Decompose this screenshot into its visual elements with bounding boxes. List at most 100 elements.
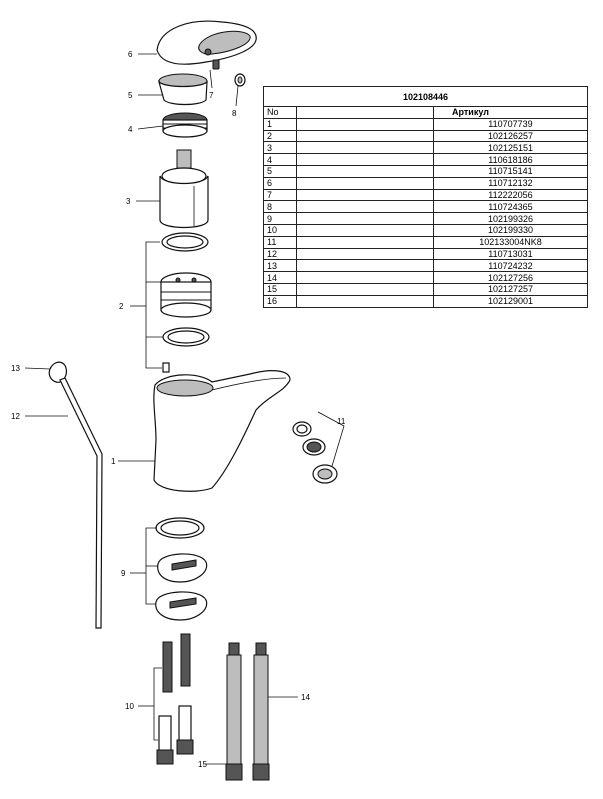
table-row: 6 110712132 — [263, 176, 588, 190]
row-number: 7 — [263, 188, 297, 202]
row-article: 102199326 — [433, 212, 588, 225]
column-header-no: No — [263, 106, 297, 119]
row-article: 110707739 — [433, 117, 588, 131]
row-blank-cell — [296, 117, 434, 131]
callout-4: 4 — [128, 125, 133, 134]
table-row: 7 112222056 — [263, 188, 588, 202]
table-header-row: No Артикул — [263, 106, 588, 119]
table-row: 11 102133004NK8 — [263, 235, 588, 249]
callout-2: 2 — [119, 302, 124, 311]
row-blank-cell — [296, 200, 434, 214]
row-article: 102199330 — [433, 223, 588, 237]
row-number: 4 — [263, 153, 297, 166]
lift-rod-part — [59, 377, 103, 629]
callout-12: 12 — [11, 412, 20, 421]
row-article: 102129001 — [433, 294, 588, 308]
callout-7: 7 — [209, 91, 214, 100]
row-number: 16 — [263, 294, 297, 308]
valve-body-part — [160, 272, 212, 318]
row-number: 10 — [263, 223, 297, 237]
table-row: 13 110724232 — [263, 259, 588, 273]
row-blank-cell — [296, 259, 434, 273]
callout-8: 8 — [232, 109, 237, 118]
row-blank-cell — [296, 153, 434, 166]
row-number: 15 — [263, 282, 297, 296]
row-article: 110713031 — [433, 247, 588, 261]
parts-table: 102108446 No Артикул 1 110707739 2 10212625… — [263, 86, 588, 308]
table-title: 102108446 — [263, 86, 588, 107]
o-ring-bottom-part — [162, 327, 210, 347]
table-row: 10 102199330 — [263, 223, 588, 237]
table-row: 4 110618186 — [263, 153, 588, 166]
row-number: 1 — [263, 117, 297, 131]
row-article: 110715141 — [433, 164, 588, 178]
faucet-body-part — [153, 370, 291, 492]
row-article: 110618186 — [433, 153, 588, 166]
callout-10: 10 — [125, 702, 134, 711]
table-row: 9 102199326 — [263, 212, 588, 225]
row-number: 11 — [263, 235, 297, 249]
table-row: 5 110715141 — [263, 164, 588, 178]
callout-1: 1 — [111, 457, 116, 466]
row-blank-cell — [296, 176, 434, 190]
table-row: 2 102126257 — [263, 129, 588, 143]
o-ring-top-part — [161, 232, 209, 252]
cartridge-part — [159, 149, 209, 229]
row-blank-cell — [296, 294, 434, 308]
row-number: 8 — [263, 200, 297, 214]
set-screw-part — [212, 59, 220, 70]
row-number: 5 — [263, 164, 297, 178]
row-number: 2 — [263, 129, 297, 143]
row-blank-cell — [296, 223, 434, 237]
row-blank-cell — [296, 282, 434, 296]
callout-13: 13 — [11, 364, 20, 373]
column-header-blank — [296, 106, 434, 119]
row-number: 14 — [263, 271, 297, 284]
row-number: 3 — [263, 141, 297, 155]
callout-11: 11 — [337, 417, 346, 426]
mounting-gaskets-part — [155, 517, 208, 621]
row-article: 110712132 — [433, 176, 588, 190]
row-number: 6 — [263, 176, 297, 190]
threaded-studs-part — [156, 633, 194, 765]
supply-hoses-part — [225, 642, 270, 781]
table-row: 15 102127257 — [263, 282, 588, 296]
small-nut-part — [234, 73, 246, 87]
callout-5: 5 — [128, 91, 133, 100]
row-article: 102127256 — [433, 271, 588, 284]
callout-14: 14 — [301, 693, 310, 702]
row-blank-cell — [296, 271, 434, 284]
callout-3: 3 — [126, 197, 131, 206]
row-article: 102126257 — [433, 129, 588, 143]
leader-lines — [24, 53, 298, 765]
table-row: 16 102129001 — [263, 294, 588, 308]
row-article: 112222056 — [433, 188, 588, 202]
callout-15: 15 — [198, 760, 207, 769]
row-blank-cell — [296, 235, 434, 249]
cover-cone-part — [157, 73, 208, 106]
table-row: 1 110707739 — [263, 117, 588, 131]
row-blank-cell — [296, 212, 434, 225]
row-blank-cell — [296, 247, 434, 261]
row-number: 9 — [263, 212, 297, 225]
row-blank-cell — [296, 188, 434, 202]
row-number: 13 — [263, 259, 297, 273]
row-blank-cell — [296, 164, 434, 178]
row-article: 102133004NK8 — [433, 235, 588, 249]
small-pin-part — [162, 362, 170, 373]
callout-labels: 6 7 8 5 4 3 2 13 12 11 1 9 10 14 15 — [11, 50, 346, 769]
row-article: 110724232 — [433, 259, 588, 273]
row-blank-cell — [296, 141, 434, 155]
threaded-ring-part — [162, 112, 208, 138]
table-row: 14 102127256 — [263, 271, 588, 284]
callout-6: 6 — [128, 50, 133, 59]
row-article: 102127257 — [433, 282, 588, 296]
table-title-row: 102108446 — [263, 86, 588, 107]
aerator-parts — [292, 411, 345, 484]
row-blank-cell — [296, 129, 434, 143]
